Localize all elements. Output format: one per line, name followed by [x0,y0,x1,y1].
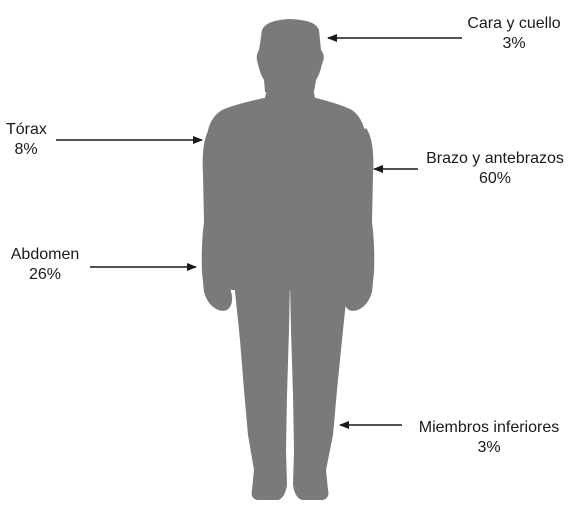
label-thorax-name: Tórax [6,120,46,140]
label-arms: Brazo y antebrazos 60% [420,149,570,189]
label-legs: Miembros inferiores 3% [404,418,574,458]
label-abdomen: Abdomen 26% [6,245,84,285]
label-face-neck: Cara y cuello 3% [464,14,564,54]
left-leg-shape [234,282,290,500]
label-arms-name: Brazo y antebrazos [420,149,570,169]
label-thorax-percent: 8% [6,140,46,160]
label-abdomen-percent: 26% [6,265,84,285]
label-thorax: Tórax 8% [6,120,46,160]
human-silhouette [202,19,375,500]
label-legs-percent: 3% [404,438,574,458]
torso-shape [204,98,372,290]
label-face-neck-percent: 3% [464,34,564,54]
label-legs-name: Miembros inferiores [404,418,574,438]
head-shape [257,19,324,92]
label-face-neck-name: Cara y cuello [464,14,564,34]
right-leg-shape [290,282,348,500]
label-abdomen-name: Abdomen [6,245,84,265]
label-arms-percent: 60% [420,169,570,189]
